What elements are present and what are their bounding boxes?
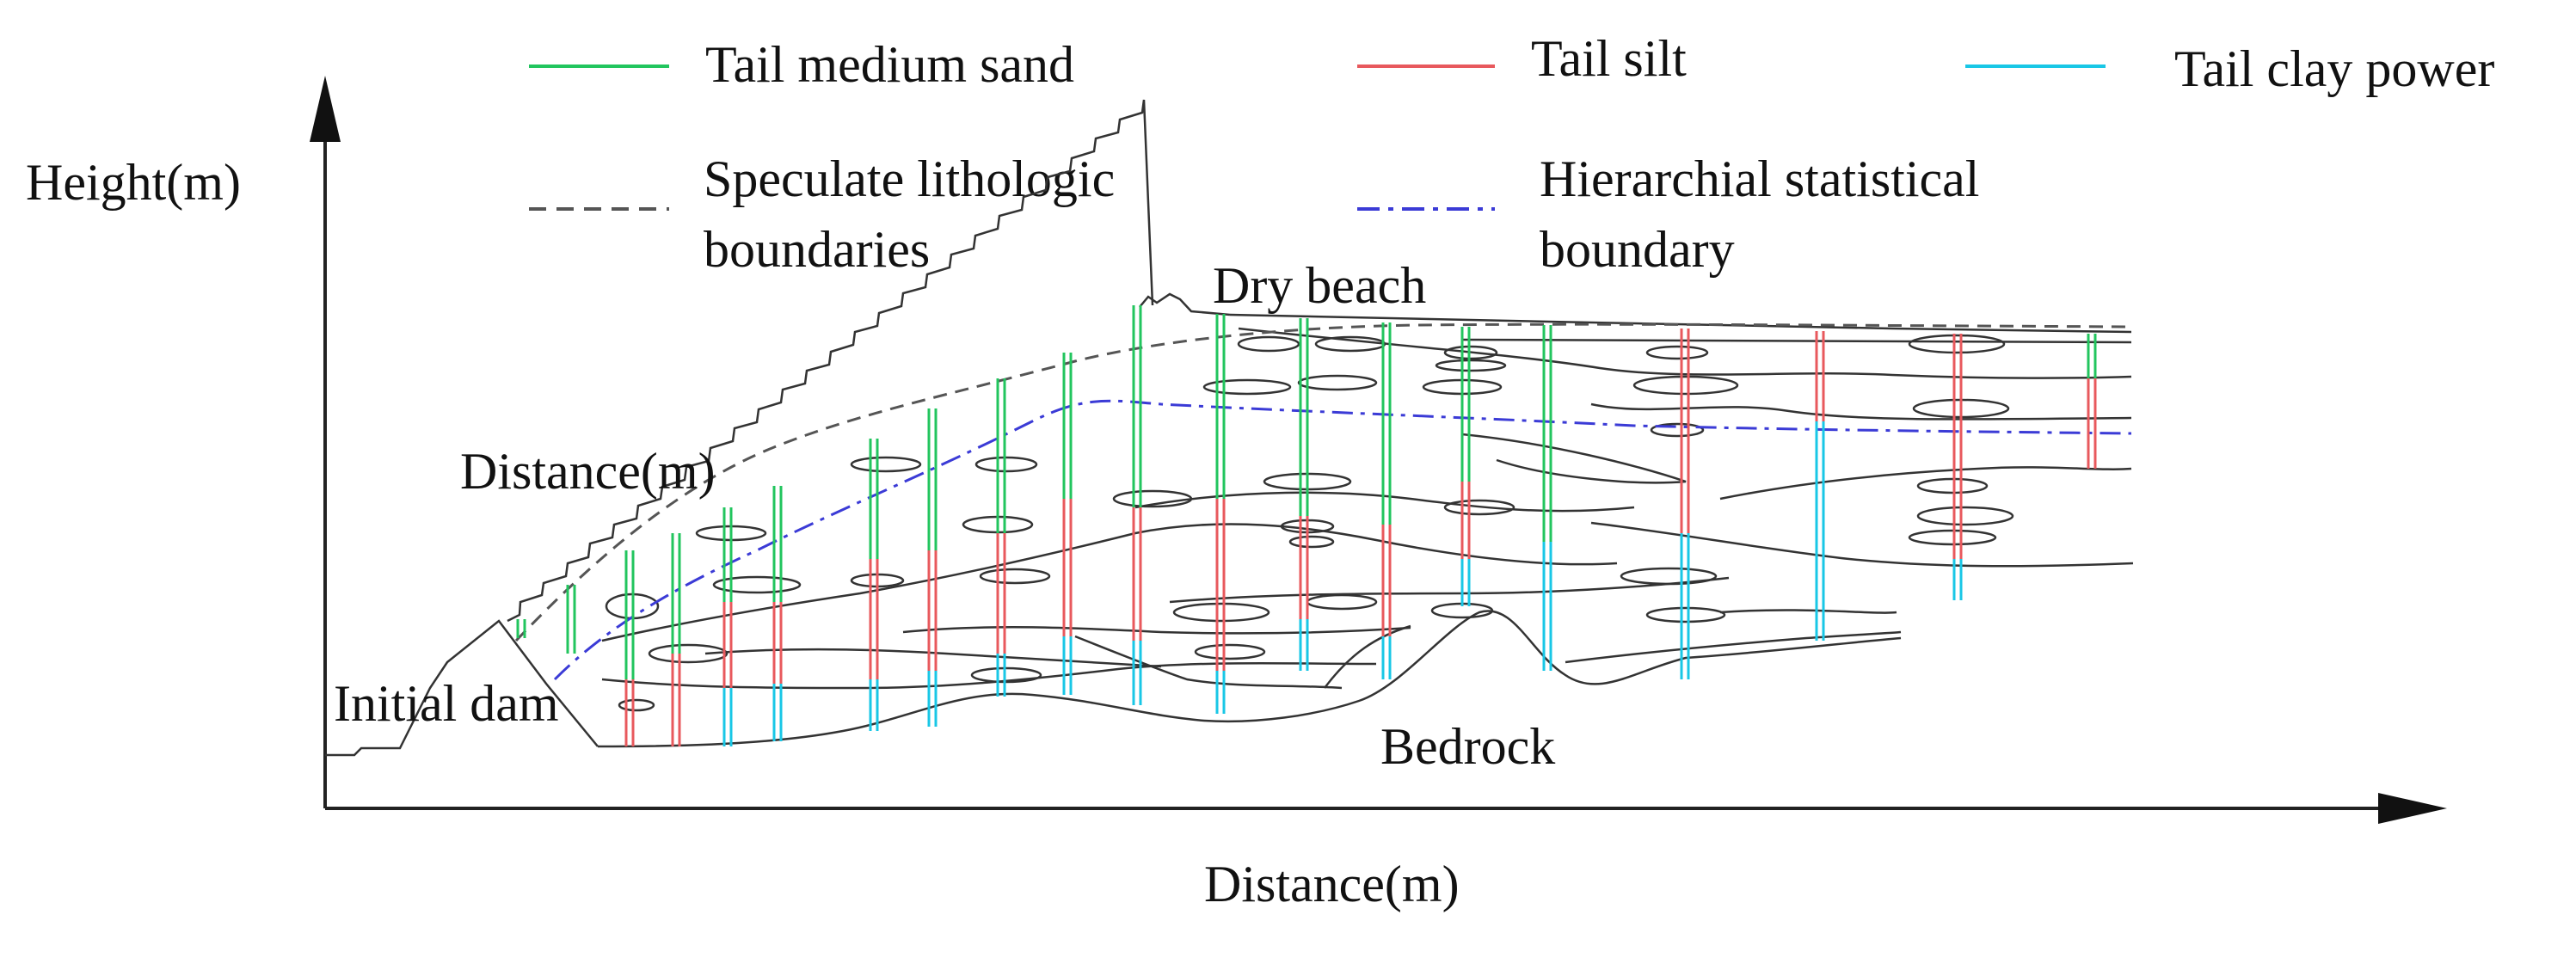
lenses xyxy=(605,334,2014,712)
lens xyxy=(1297,374,1378,391)
borehole xyxy=(722,507,733,746)
lens xyxy=(1908,334,2006,354)
borehole xyxy=(996,378,1006,697)
borehole xyxy=(1542,325,1552,671)
top-layer-line xyxy=(1461,338,2132,344)
lens xyxy=(1435,359,1507,372)
lens xyxy=(1172,602,1270,623)
layer-line-7 xyxy=(1590,521,2134,568)
lens xyxy=(1112,489,1193,508)
layer-line-4 xyxy=(1134,491,1635,513)
boreholes xyxy=(516,305,2097,746)
borehole xyxy=(1952,334,1963,600)
layer-line-9 xyxy=(902,625,1411,635)
annotations: Dry beach Distance(m) Initial dam Bedroc… xyxy=(334,257,1555,775)
legend-label-tail-clay-power: Tail clay power xyxy=(2174,40,2494,97)
lens xyxy=(1916,506,2014,526)
slope-distance-label: Distance(m) xyxy=(460,443,716,500)
y-axis-arrow-icon xyxy=(310,76,341,142)
bedrock-line xyxy=(597,610,1902,748)
borehole xyxy=(927,408,938,727)
lens xyxy=(1632,375,1739,396)
x-axis-label: Distance(m) xyxy=(1204,856,1460,912)
layer-line-12 xyxy=(1565,630,1902,664)
layer-line-14 xyxy=(1074,635,1343,690)
dry-beach-crest xyxy=(1139,292,1231,316)
borehole xyxy=(1381,322,1392,679)
lens xyxy=(1645,606,1726,623)
layer-line-8 xyxy=(1169,576,1730,604)
borehole xyxy=(624,550,635,746)
lens xyxy=(618,698,655,712)
legend: Tail medium sand Tail silt Tail clay pow… xyxy=(529,30,2494,278)
borehole xyxy=(516,619,526,638)
lens xyxy=(1650,422,1705,438)
borehole xyxy=(772,486,783,741)
legend-label-tail-medium-sand: Tail medium sand xyxy=(705,36,1074,93)
lens xyxy=(1620,567,1718,586)
borehole xyxy=(1062,353,1073,695)
lens xyxy=(979,568,1051,585)
bedrock-label: Bedrock xyxy=(1380,718,1555,775)
initial-dam-outline xyxy=(325,619,599,757)
bedrock-line-2 xyxy=(1324,624,1411,689)
lens xyxy=(1194,643,1266,660)
lens xyxy=(1288,535,1335,549)
layer-line-13 xyxy=(601,661,1377,690)
layer-line-10 xyxy=(704,648,1162,668)
borehole xyxy=(1460,327,1471,606)
layer-line-6 xyxy=(601,523,1618,642)
borehole xyxy=(869,439,879,731)
lens xyxy=(1908,529,1997,546)
lens xyxy=(1237,335,1300,353)
layer-line-11 xyxy=(1719,609,1897,614)
hierarchial-boundary-line xyxy=(553,399,2132,681)
borehole xyxy=(1680,329,1690,679)
borehole xyxy=(1215,314,1226,714)
dry-beach-label: Dry beach xyxy=(1213,257,1426,314)
lens xyxy=(1916,477,1989,494)
lens xyxy=(850,456,922,473)
legend-label-speculate-line1: Speculate lithologic xyxy=(704,150,1115,207)
borehole xyxy=(671,533,681,746)
x-axis-arrow-icon xyxy=(2378,793,2447,824)
borehole xyxy=(566,585,576,654)
borehole xyxy=(2087,334,2097,469)
layer-line-3 xyxy=(1461,433,1687,484)
borehole xyxy=(1815,331,1825,641)
lens xyxy=(1306,593,1378,611)
axes: Height(m) Distance(m) xyxy=(26,76,2447,912)
legend-label-hierarchial-line1: Hierarchial statistical xyxy=(1540,150,1979,207)
lens xyxy=(1645,345,1709,360)
lens xyxy=(1443,345,1498,360)
legend-label-speculate-line2: boundaries xyxy=(704,221,930,278)
y-axis-label: Height(m) xyxy=(26,154,241,211)
lens xyxy=(1443,499,1515,516)
lens xyxy=(970,666,1042,684)
borehole xyxy=(1132,305,1142,705)
lens xyxy=(1202,378,1292,396)
lens xyxy=(648,643,729,664)
speculate-boundary-line xyxy=(514,322,2132,642)
lens xyxy=(712,575,802,594)
initial-dam-label: Initial dam xyxy=(334,675,559,732)
layer-line-1 xyxy=(1238,327,2132,379)
slope-surface-outline xyxy=(507,99,1154,623)
layer-line-5 xyxy=(1719,466,2132,500)
lens xyxy=(974,456,1038,473)
lens xyxy=(1314,335,1386,353)
legend-label-tail-silt: Tail silt xyxy=(1531,30,1687,87)
borehole xyxy=(1299,318,1309,671)
layer-line-2 xyxy=(1590,402,2132,421)
legend-label-hierarchial-line2: boundary xyxy=(1540,221,1735,278)
